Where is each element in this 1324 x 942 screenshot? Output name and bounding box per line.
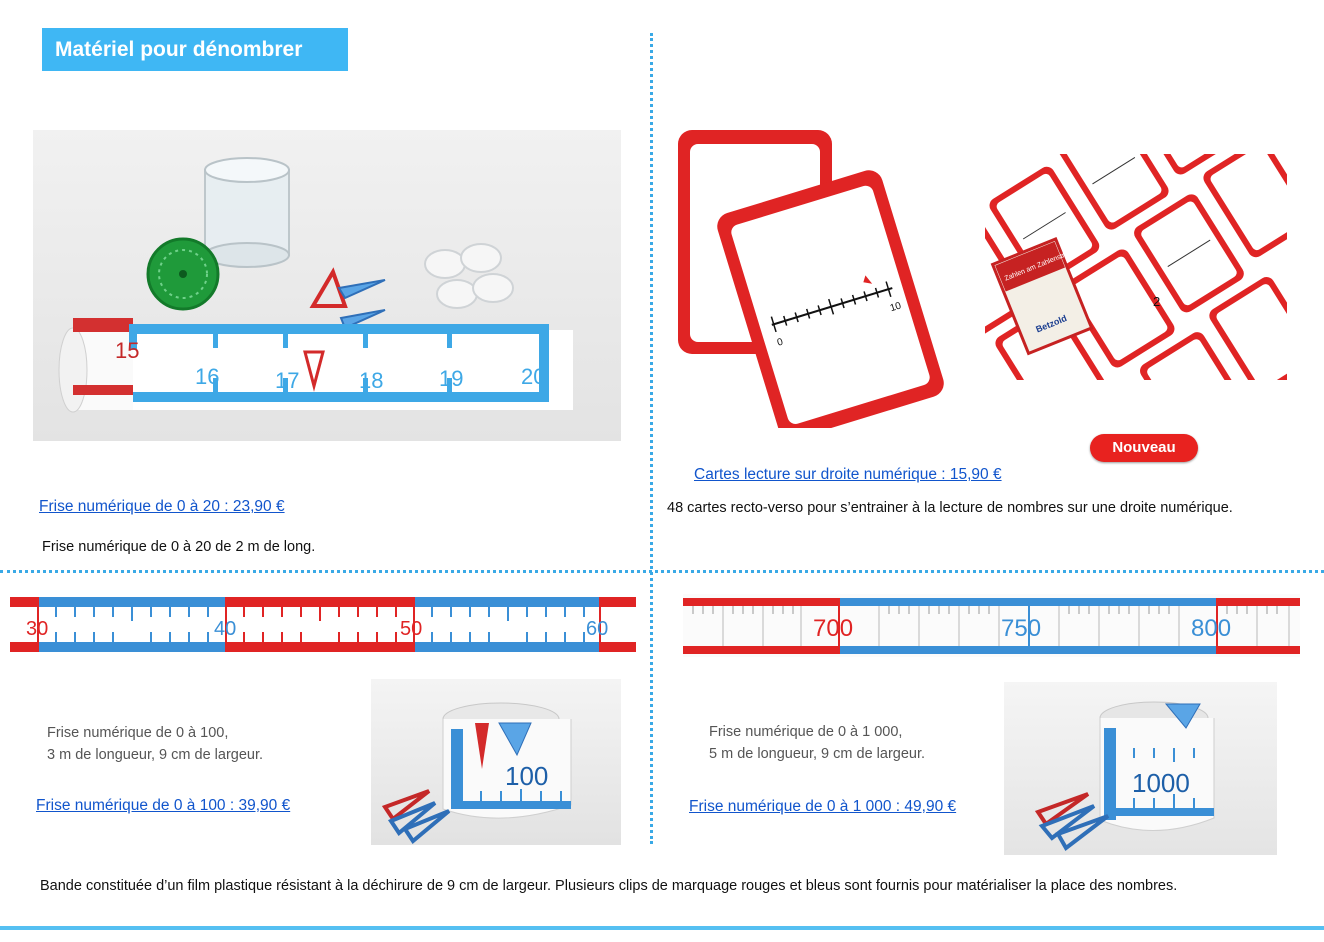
frise-100-desc-line1: Frise numérique de 0 à 100,: [47, 725, 229, 741]
strip-number: 15: [115, 338, 139, 363]
card-scale-start: 0: [776, 336, 785, 348]
strip-number: 20: [521, 364, 545, 389]
nouveau-badge: Nouveau: [1090, 434, 1198, 462]
frise-1000-link[interactable]: Frise numérique de 0 à 1 000 : 49,90 €: [689, 798, 957, 815]
ruler-number: 60: [586, 618, 608, 640]
cartes-photo: 2 0 10: [676, 128, 966, 440]
cartes-set-photo: Zahlen am Zahlenstrahl Betzold 2: [985, 154, 1287, 380]
frise-20-photo: 15 16 17 18 19 20: [33, 130, 621, 441]
photo-number: 1000: [1132, 768, 1190, 798]
frise-1000-photo: 1000: [1004, 682, 1277, 855]
frise-20-link[interactable]: Frise numérique de 0 à 20 : 23,90 €: [39, 498, 285, 515]
frise-100-ruler: 30 40 50 60: [10, 593, 636, 656]
frise-100-desc-line2: 3 m de longueur, 9 cm de largeur.: [47, 747, 264, 763]
card-scale-end: 10: [889, 300, 903, 314]
ruler-number: 700: [813, 615, 853, 642]
ruler-number: 750: [1001, 615, 1041, 642]
horizontal-divider: [0, 570, 1324, 573]
strip-number: 17: [275, 368, 299, 393]
bottom-bar: [0, 926, 1324, 930]
cartes-description: 48 cartes recto-verso pour s’entrainer à…: [667, 500, 1233, 516]
strip-number: 19: [439, 366, 463, 391]
card-number: 2: [1153, 294, 1160, 309]
ruler-number: 800: [1191, 615, 1231, 642]
frise-1000-ruler: 700 750 800: [683, 594, 1300, 657]
frise-1000-description: Frise numérique de 0 à 1 000, 5 m de lon…: [709, 721, 925, 765]
strip-number: 18: [359, 368, 383, 393]
ruler-number: 30: [26, 618, 48, 640]
frise-1000-desc-line2: 5 m de longueur, 9 cm de largeur.: [709, 746, 926, 762]
ruler-number: 40: [214, 618, 236, 640]
frise-100-description: Frise numérique de 0 à 100, 3 m de longu…: [47, 722, 263, 766]
footer-note: Bande constituée d’un film plastique rés…: [40, 878, 1178, 894]
vertical-divider: [650, 33, 653, 844]
strip-number: 16: [195, 364, 219, 389]
frise-20-description: Frise numérique de 0 à 20 de 2 m de long…: [42, 539, 316, 555]
frise-1000-desc-line1: Frise numérique de 0 à 1 000,: [709, 724, 903, 740]
ruler-number: 50: [400, 618, 422, 640]
frise-100-link[interactable]: Frise numérique de 0 à 100 : 39,90 €: [36, 797, 291, 814]
page-title: Matériel pour dénombrer: [42, 28, 348, 71]
frise-100-photo: 100: [371, 679, 621, 845]
photo-number: 100: [505, 761, 548, 791]
cartes-link[interactable]: Cartes lecture sur droite numérique : 15…: [694, 466, 1002, 483]
